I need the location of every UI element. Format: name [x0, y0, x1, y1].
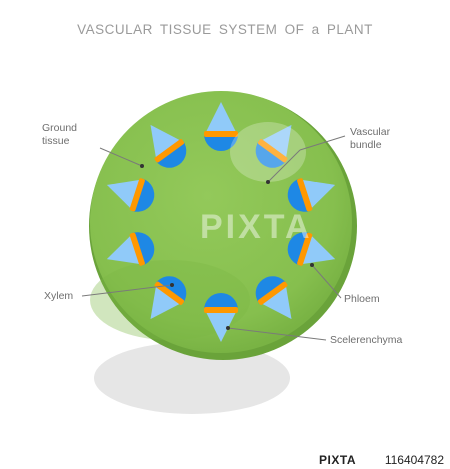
label-phloem: Phloem — [344, 293, 380, 305]
cambium-band — [129, 232, 145, 266]
label-vascular-bundle: Vascular bundle — [350, 126, 391, 151]
footer-image-id: 116404782 — [384, 453, 444, 467]
cambium-band — [297, 232, 313, 266]
cambium-band — [257, 281, 288, 305]
leader-dot-xylem — [170, 283, 174, 287]
cambium-band — [204, 131, 238, 137]
xylem-wedge — [301, 235, 336, 265]
leader-sclerenchyma — [227, 327, 327, 341]
footer-logo: PIXTA — [319, 453, 356, 467]
footer-bar: PIXTA 116404782 — [0, 451, 450, 469]
label-ground-tissue: Ground tissue — [42, 122, 78, 147]
vascular-bundle — [255, 276, 292, 320]
leader-ground-tissue — [99, 147, 143, 167]
stem-highlight — [230, 122, 306, 182]
xylem-wedge — [206, 102, 236, 132]
cambium-band — [204, 307, 238, 313]
leader-dot-phloem — [310, 263, 314, 267]
xylem-wedge — [106, 235, 141, 265]
leader-dot-bundle — [266, 180, 270, 184]
sclerenchyma-cap — [204, 134, 238, 151]
cambium-band — [154, 281, 185, 305]
vascular-bundle — [287, 232, 336, 266]
xylem-wedge — [106, 179, 141, 209]
vascular-bundle — [204, 293, 238, 342]
vascular-bundle — [106, 178, 155, 212]
leader-phloem — [311, 264, 342, 299]
xylem-wedge — [150, 124, 181, 158]
vascular-bundle — [204, 102, 238, 151]
xylem-wedge — [261, 286, 292, 320]
cambium-band — [154, 139, 185, 163]
vascular-bundle — [106, 232, 155, 266]
leader-dot-sclerenchyma — [226, 326, 230, 330]
cambium-band — [297, 178, 313, 212]
xylem-wedge — [301, 179, 336, 209]
vascular-bundle — [150, 276, 187, 320]
vascular-bundle — [255, 124, 292, 168]
xylem-wedge — [150, 286, 181, 320]
sclerenchyma-cap — [204, 293, 238, 310]
cambium-band — [257, 139, 288, 163]
leader-xylem — [81, 284, 173, 297]
vascular-bundle-ring — [106, 102, 336, 342]
watermark-text: PIXTA — [200, 208, 313, 246]
cambium-band — [129, 178, 145, 212]
leader-dot-ground — [140, 164, 144, 168]
label-sclerenchyma: Scelerenchyma — [330, 334, 403, 346]
diagram-title: VASCULAR TISSUE SYSTEM OF a PLANT — [77, 22, 373, 37]
vascular-bundle — [287, 178, 336, 212]
leader-vascular-bundle-2 — [267, 149, 301, 183]
xylem-wedge — [206, 312, 236, 342]
leader-vascular-bundle — [299, 135, 346, 151]
vascular-bundle — [150, 124, 187, 168]
label-xylem: Xylem — [44, 290, 74, 302]
xylem-wedge — [261, 124, 292, 158]
stem-shadow — [94, 342, 290, 414]
